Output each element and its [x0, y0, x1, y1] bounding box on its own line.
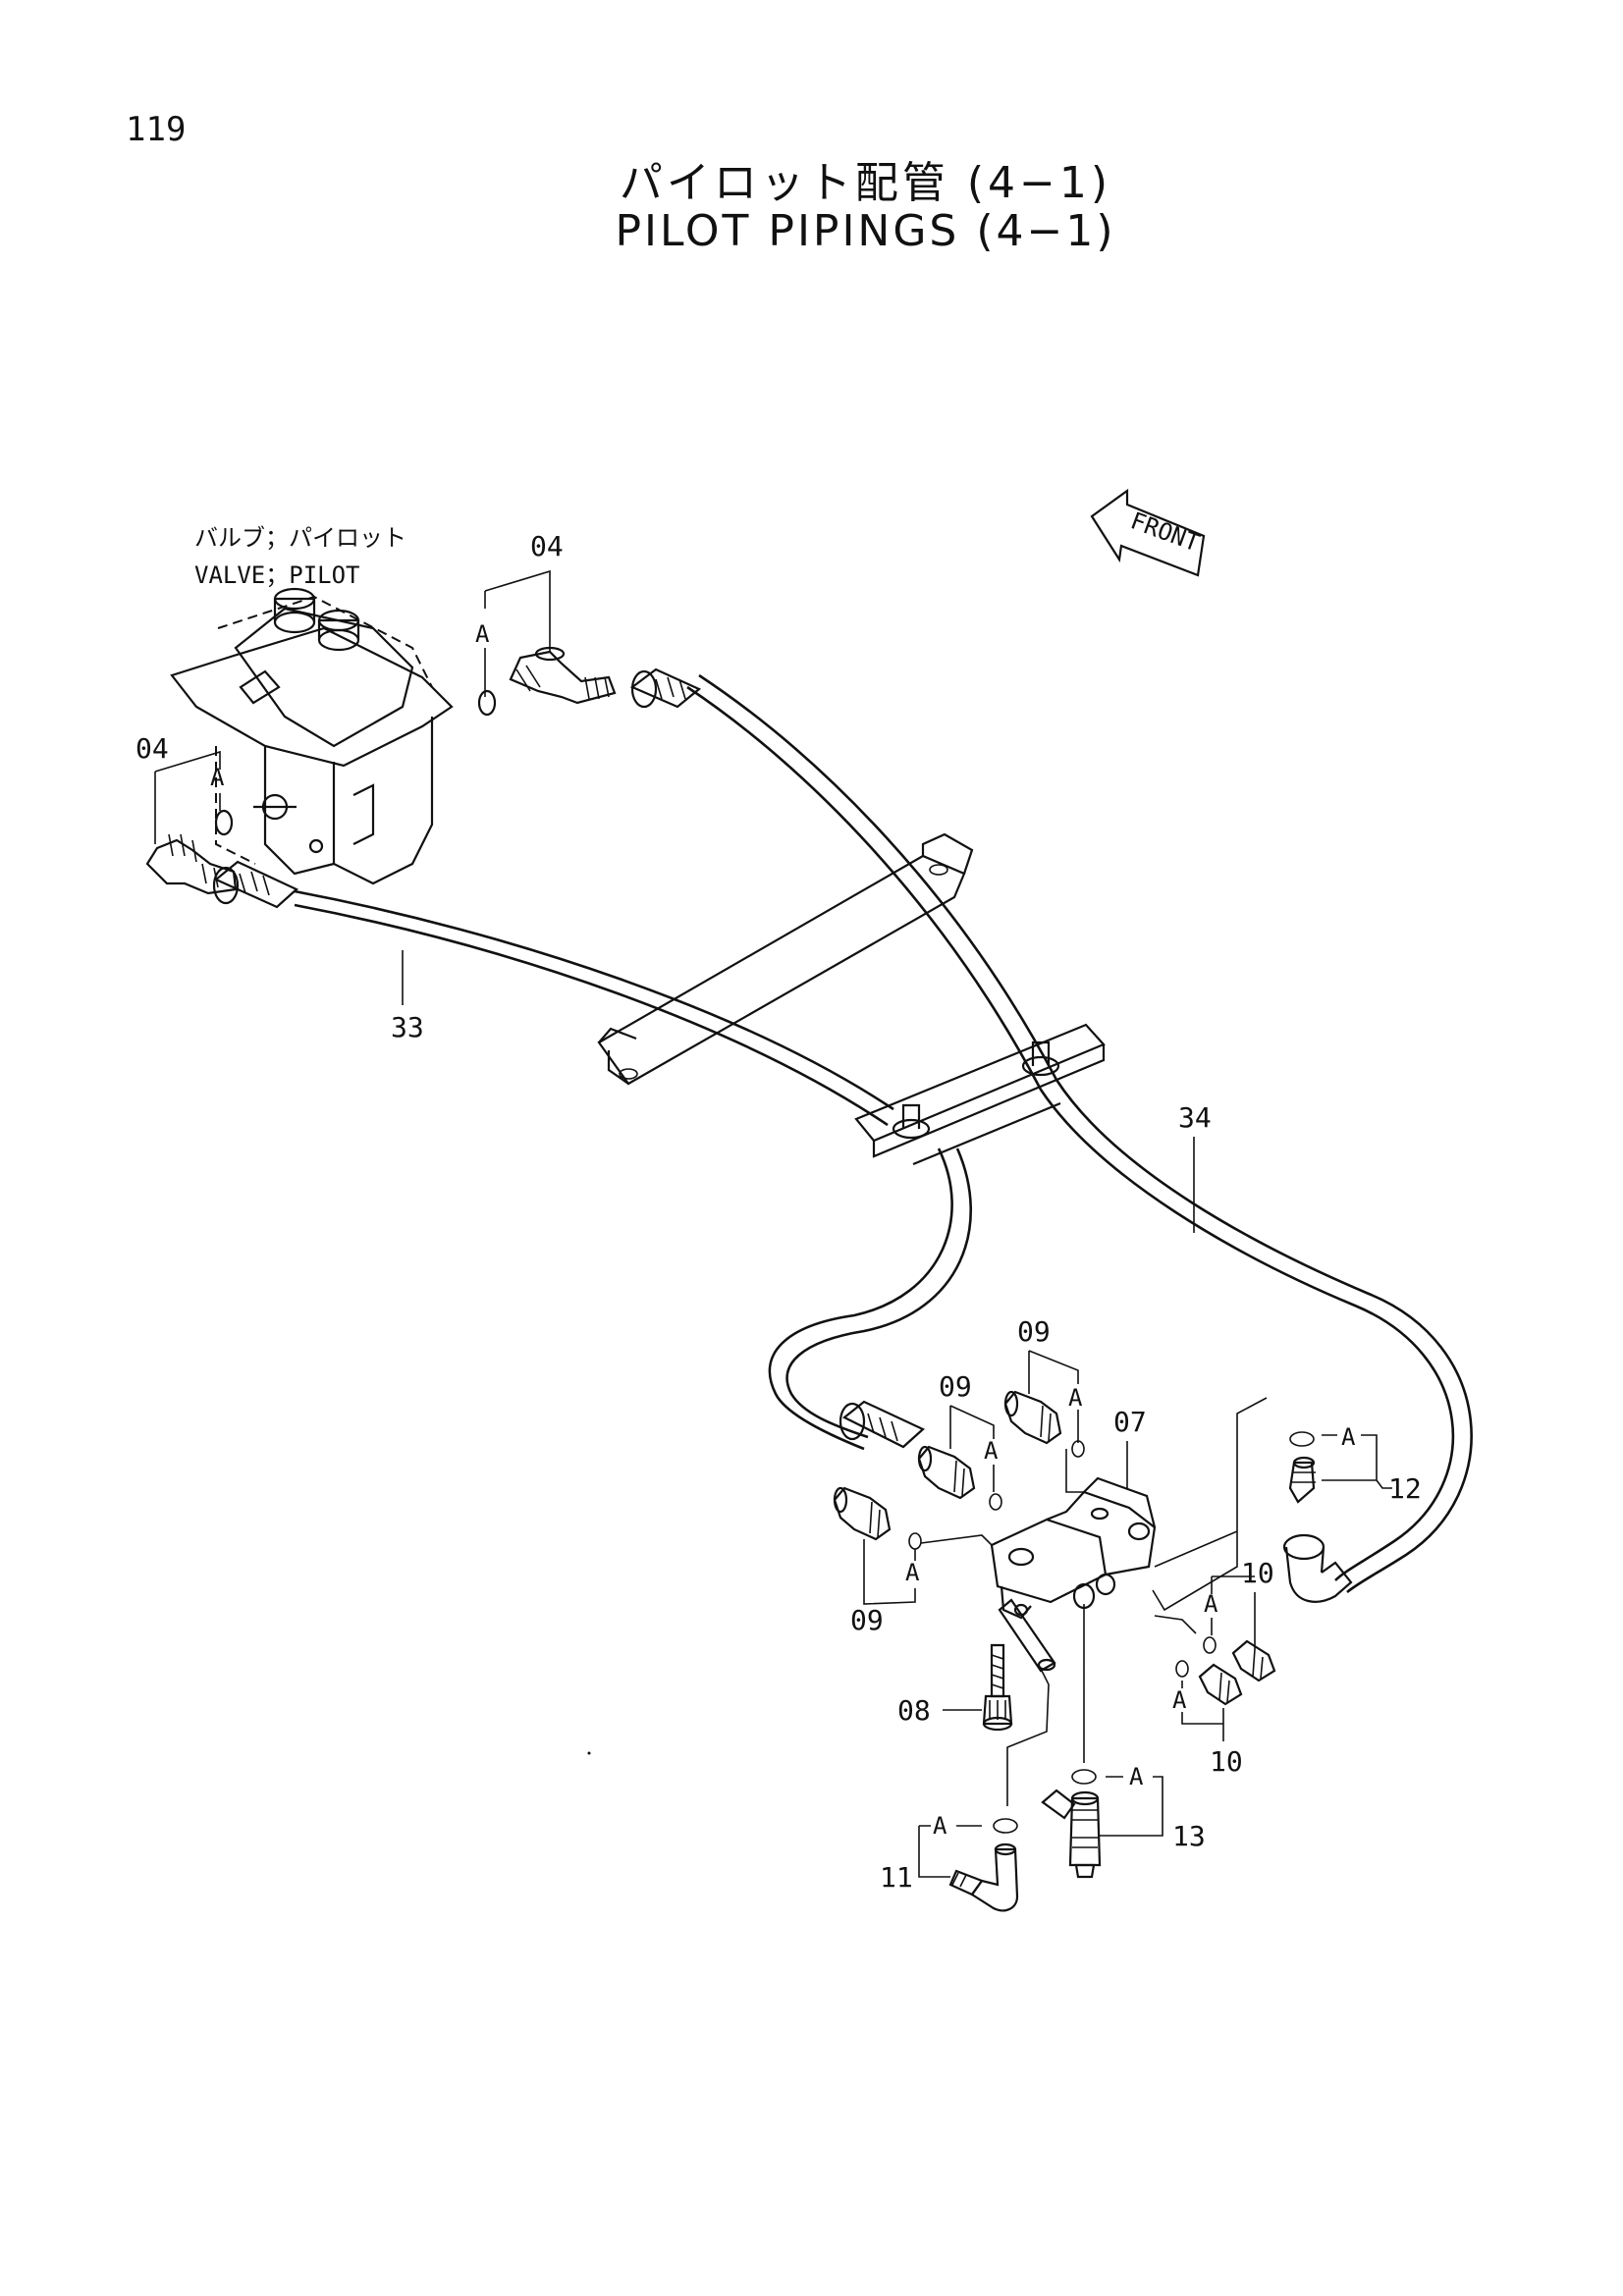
label-13: 13 [1172, 1820, 1206, 1852]
bolt-08: 08 [897, 1643, 1013, 1732]
elbow-fitting-04-left [145, 809, 238, 895]
label-34: 34 [1178, 1101, 1212, 1134]
label-09-a: 09 [1017, 1315, 1051, 1348]
callout-34: 34 [1178, 1101, 1212, 1233]
hose-clamp-plate [854, 1023, 1106, 1166]
fitting-09-upper [1003, 1390, 1062, 1445]
seal-marker-a: A [1068, 1384, 1083, 1412]
fitting-13: A 13 [1041, 1763, 1206, 1879]
dot-mark [587, 1751, 591, 1755]
label-10-b: 10 [1210, 1745, 1243, 1778]
hose-fitting-top [629, 667, 702, 709]
seal-marker-a: A [933, 1812, 947, 1840]
callout-07: 07 [1113, 1406, 1147, 1488]
leader-lines [920, 1397, 1268, 1806]
hose-fitting-right-elbow [1282, 1533, 1353, 1603]
seal-marker-a: A [1129, 1763, 1144, 1790]
label-09-c: 09 [850, 1604, 884, 1636]
label-07: 07 [1113, 1406, 1147, 1438]
label-10-a: 10 [1241, 1557, 1274, 1589]
callout-09-lower: A 09 [850, 1532, 922, 1636]
label-04-top: 04 [530, 530, 564, 562]
callout-09-upper: 09 A [1017, 1315, 1085, 1458]
seal-marker-a: A [1341, 1423, 1356, 1451]
label-09-b: 09 [939, 1370, 972, 1403]
front-label: FRONT [1127, 507, 1203, 557]
title-english: PILOT PIPINGS (4−1) [615, 206, 1116, 256]
label-33: 33 [391, 1011, 424, 1043]
callout-04-left: 04 A [135, 732, 225, 844]
front-arrow: FRONT [1090, 488, 1206, 577]
seal-marker-a: A [984, 1437, 999, 1465]
callout-09-middle: 09 A [939, 1370, 1002, 1511]
hose-fitting-center [839, 1400, 925, 1449]
seal-marker-a: A [475, 620, 490, 648]
pilot-valve [170, 587, 454, 885]
distribution-block-07 [990, 1476, 1157, 1673]
hose-fitting-left [212, 860, 298, 909]
fitting-10-lower [1175, 1660, 1243, 1706]
callout-33: 33 [391, 950, 424, 1043]
elbow-fitting-04-top [477, 646, 617, 717]
seal-marker-a: A [905, 1559, 920, 1586]
valve-label-japanese: バルブ；パイロット [194, 524, 406, 552]
valve-label-english: VALVE；PILOT [194, 561, 360, 589]
mounting-bracket [597, 832, 974, 1086]
fitting-09-lower [833, 1486, 892, 1541]
label-04-left: 04 [135, 732, 169, 765]
hose-33 [294, 889, 972, 1451]
title-japanese: パイロット配管 (4−1) [619, 158, 1112, 208]
seal-marker-a: A [1204, 1590, 1218, 1618]
fitting-12: A 12 [1288, 1423, 1422, 1505]
fitting-10-upper [1203, 1636, 1276, 1682]
callout-04-top: 04 A [475, 530, 564, 697]
label-12: 12 [1388, 1472, 1422, 1505]
label-11: 11 [880, 1861, 913, 1894]
hose-34 [686, 673, 1473, 1593]
label-08: 08 [897, 1694, 931, 1727]
fitting-09-middle [917, 1445, 976, 1500]
page-number: 119 [126, 110, 187, 149]
seal-marker-a: A [1172, 1686, 1187, 1714]
seal-marker-a: A [210, 764, 225, 791]
elbow-fitting-11: A 11 [880, 1812, 1019, 1912]
callout-10: 10 A A 10 [1172, 1557, 1274, 1778]
